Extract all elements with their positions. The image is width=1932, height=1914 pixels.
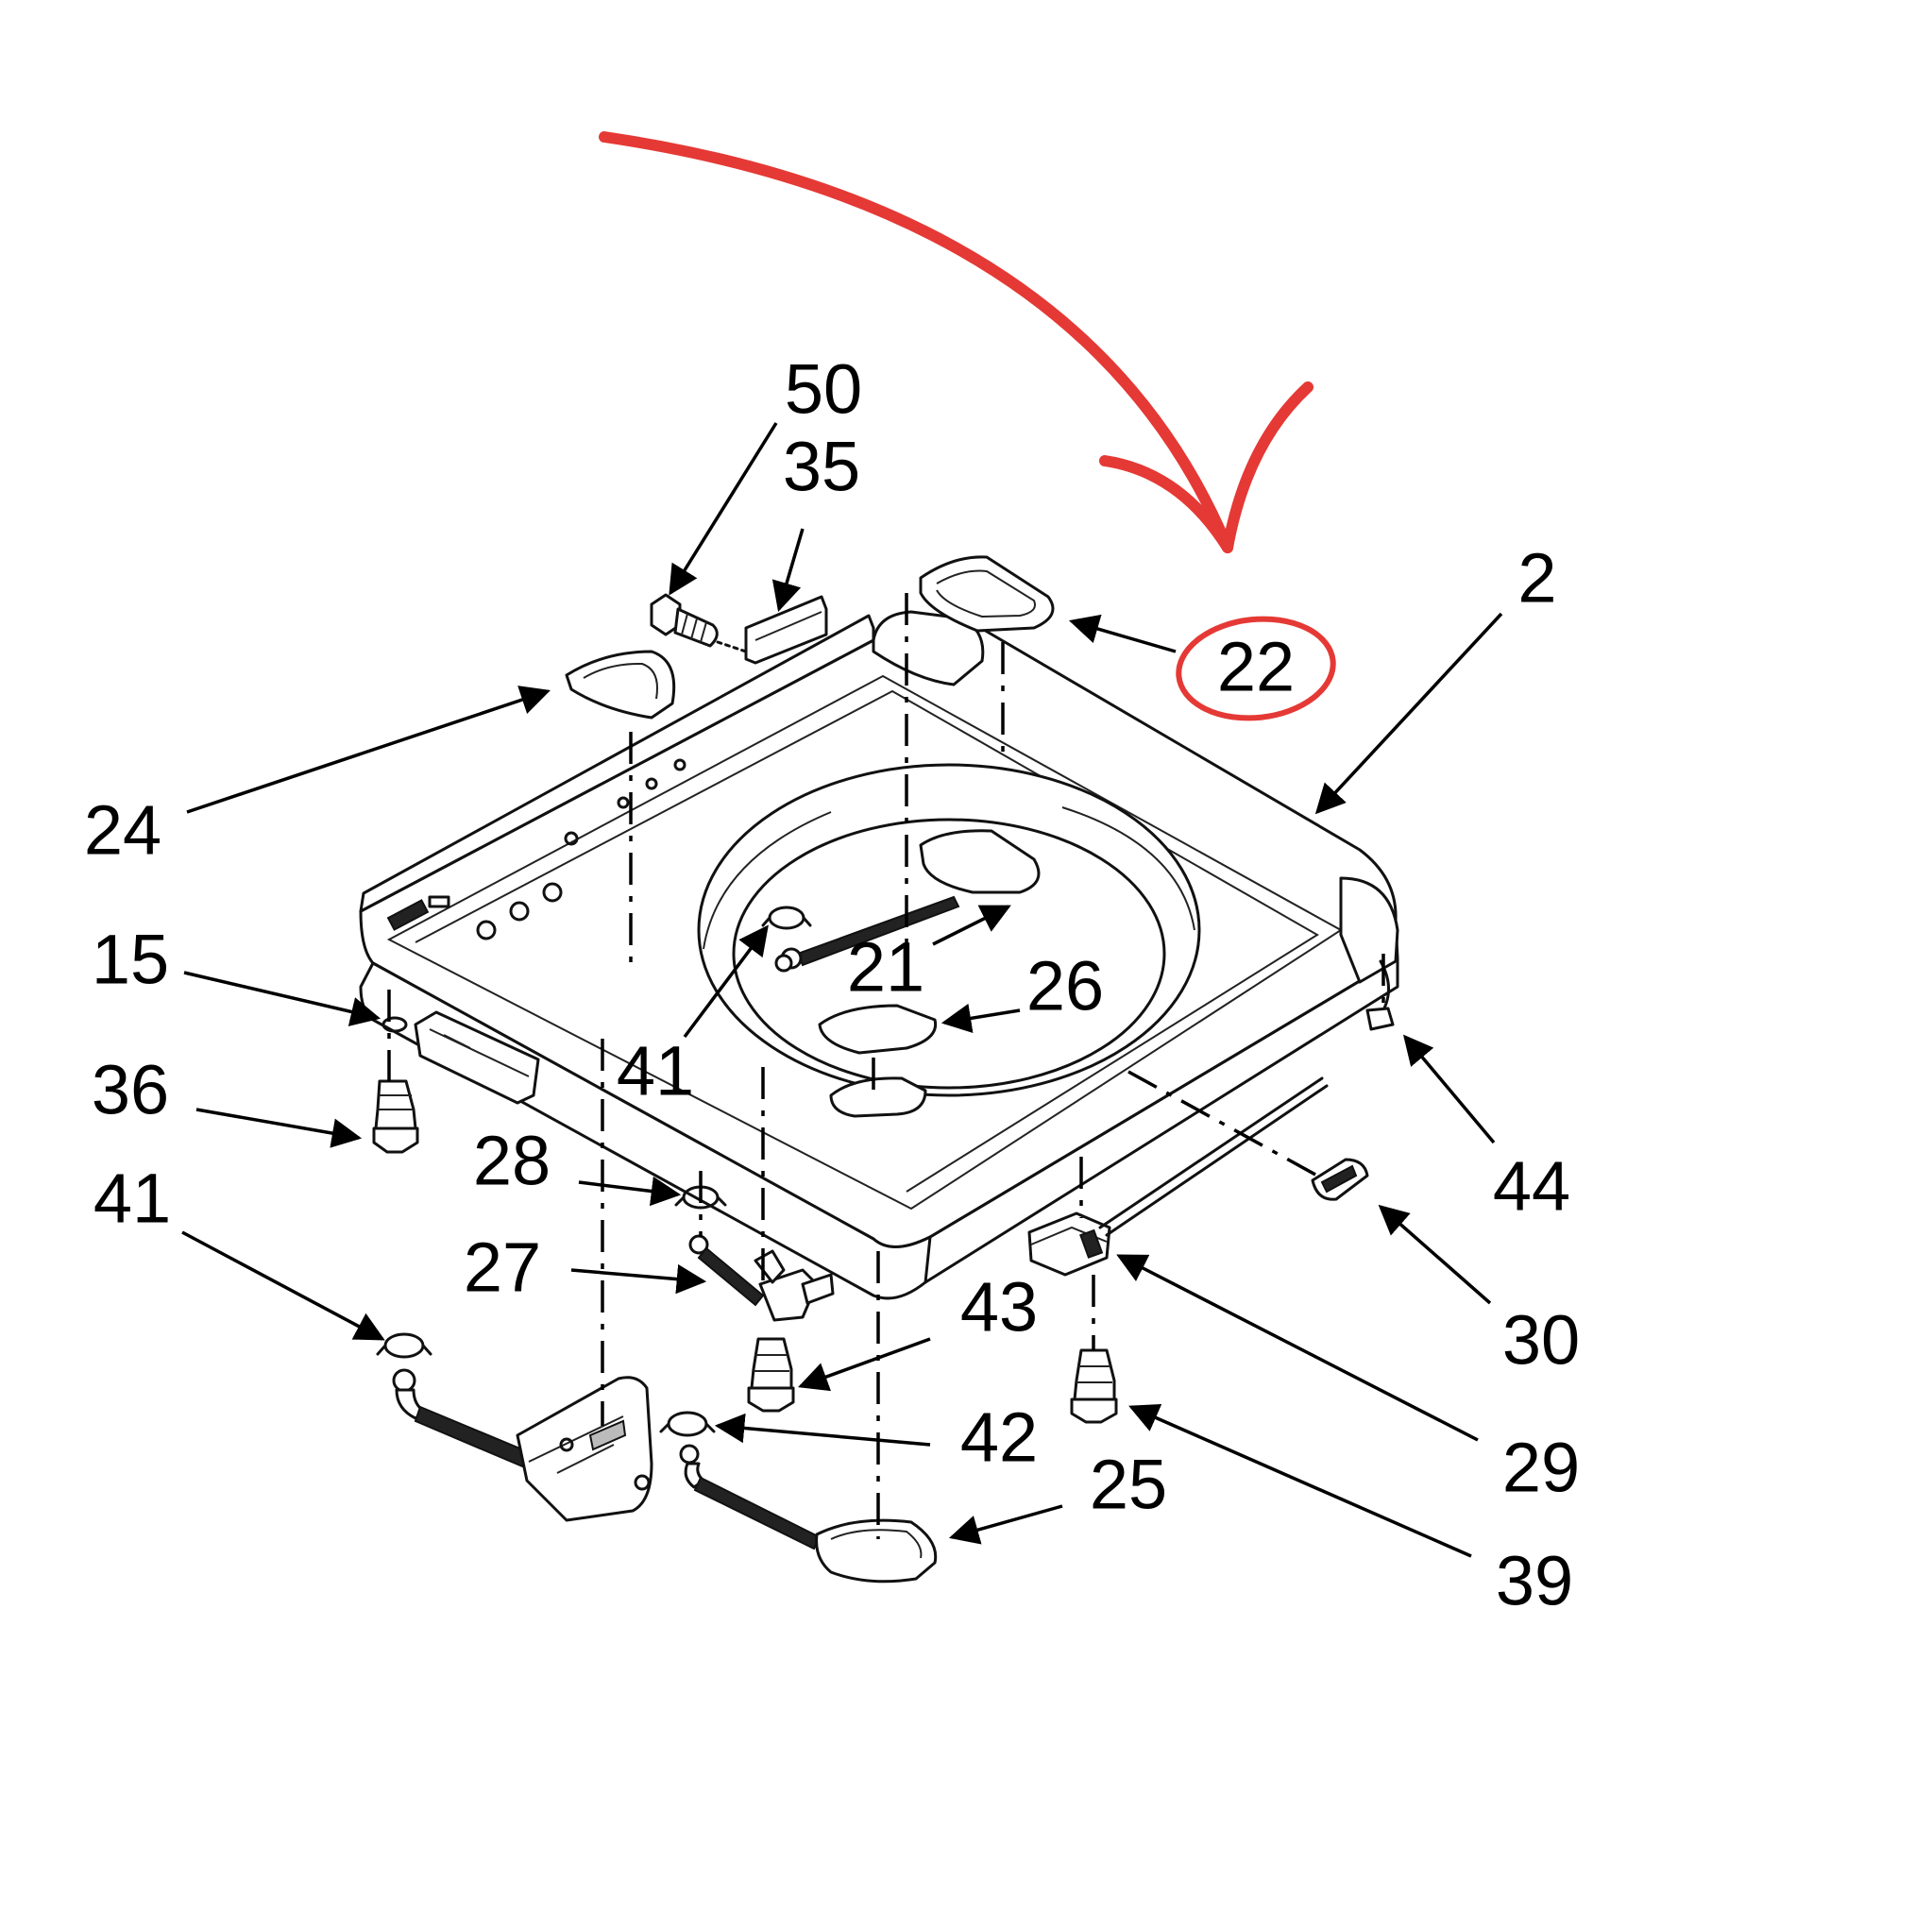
callout-2: 2 [1517,539,1556,618]
hinge-15 [414,1010,540,1105]
callout-29: 29 [1502,1429,1580,1507]
highlight-arrow [599,131,1233,553]
callout-35: 35 [783,428,860,506]
bolt-43 [747,1337,795,1413]
callout-36: 36 [92,1051,169,1129]
highlight-ring-22 [1176,616,1336,721]
foot-25-assembly [679,1444,938,1584]
callout-22: 22 [1217,628,1295,706]
callout-labels: 50 35 22 2 24 15 21 26 41 36 44 28 41 27… [84,350,1580,1620]
switch-29 [1027,1211,1111,1277]
callout-30: 30 [1502,1301,1580,1380]
callout-43: 43 [960,1268,1038,1347]
callout-21: 21 [847,928,924,1007]
pad-24 [565,650,676,720]
tub-opening [697,763,1201,1097]
bracket-35 [744,595,828,665]
highlight-overlay [599,131,1336,721]
valve-27 [688,1234,835,1322]
block-21 [919,829,1041,894]
pad-26 [818,1004,938,1055]
highlight-arrowhead [1099,381,1313,553]
rear-control-panel [359,614,875,913]
alignment-lines [387,593,1385,1539]
clip-42 [667,1411,708,1437]
clip-44 [1365,959,1395,1031]
callout-28: 28 [473,1122,551,1200]
callout-41-lower: 41 [93,1160,171,1238]
pad-front-tub [829,1076,927,1118]
callout-41-upper: 41 [617,1032,694,1110]
leader-lines [181,422,1503,1558]
callout-26: 26 [1026,947,1104,1025]
bolt-36 [372,1079,419,1154]
callout-27: 27 [464,1228,541,1307]
callout-44: 44 [1493,1147,1570,1226]
bolt-39 [1070,1348,1118,1424]
callout-39: 39 [1496,1542,1573,1620]
callout-24: 24 [84,791,161,870]
callout-42: 42 [960,1398,1038,1477]
left-base-assembly [392,1368,653,1522]
callout-25: 25 [1090,1446,1167,1524]
callout-15: 15 [92,921,169,999]
connector-30 [1311,1158,1369,1201]
bolt-50 [650,593,719,648]
clip-41-lower [383,1332,425,1359]
callout-50: 50 [785,350,862,429]
